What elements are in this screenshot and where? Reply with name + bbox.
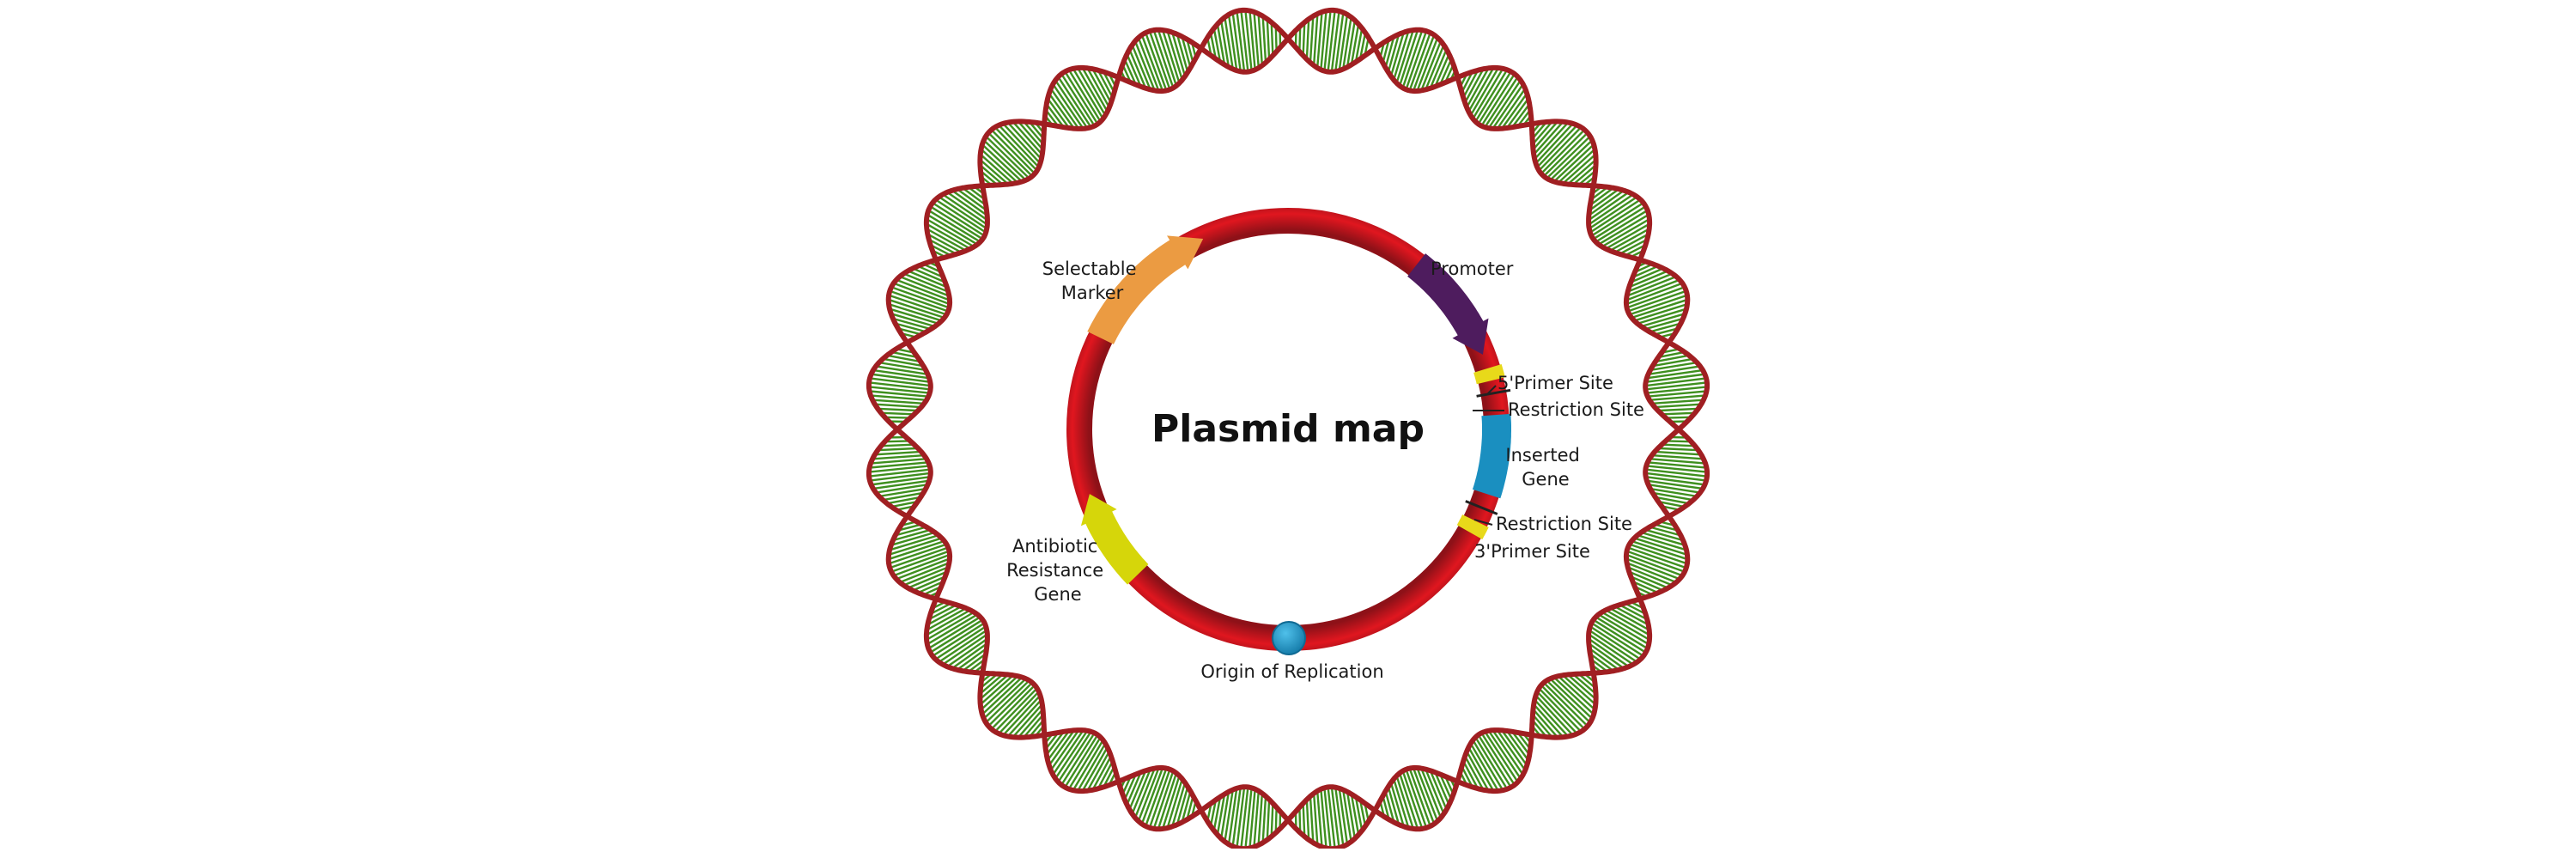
helix-rung: [1303, 24, 1305, 55]
helix-rung: [1263, 18, 1266, 61]
helix-rung: [1667, 417, 1690, 418]
label-origin-of-replication: Origin of Replication: [1200, 661, 1383, 682]
helix-rung: [1539, 693, 1576, 732]
label-antibiotic-resistance-gene: Antibiotic Resistance Gene: [1006, 536, 1109, 605]
helix-rung: [1272, 805, 1273, 836]
helix-rung: [1276, 27, 1277, 51]
helix-rung: [875, 400, 922, 404]
helix-rung: [1299, 808, 1300, 831]
helix-rung: [879, 448, 916, 450]
helix-rung: [1000, 693, 1037, 732]
helix-rung: [1259, 16, 1262, 64]
helix-rung: [1276, 808, 1277, 831]
helix-rung: [953, 192, 986, 215]
helix-rung: [1314, 795, 1317, 843]
helix-rung: [1503, 94, 1526, 127]
helix-rung: [1552, 142, 1590, 179]
helix-rung: [1272, 24, 1273, 55]
helix-rung: [1654, 455, 1701, 459]
label-restriction-bottom: Restriction Site: [1496, 514, 1632, 534]
label-promoter: Promoter: [1431, 259, 1514, 279]
helix-rung: [1590, 192, 1623, 215]
helix-rung: [1663, 445, 1694, 447]
helix-rung: [1503, 732, 1526, 764]
helix-rung: [1660, 409, 1697, 411]
helix-rung: [1299, 27, 1300, 51]
helix-rung: [883, 445, 914, 447]
label-inserted-gene: Inserted Gene: [1505, 445, 1585, 490]
helix-rung: [1310, 798, 1313, 841]
helix-rung: [1590, 644, 1623, 667]
helix-rung: [879, 409, 916, 411]
helix-rung: [1660, 448, 1697, 450]
helix-rung: [1050, 732, 1073, 764]
helix-rung: [1267, 801, 1269, 838]
helix-rung: [1307, 801, 1309, 838]
helix-rung: [1539, 127, 1576, 166]
helix-rung: [1314, 16, 1317, 64]
helix-rung: [1259, 795, 1262, 843]
helix-rung: [875, 455, 922, 459]
helix-rung: [877, 452, 920, 454]
helix-rung: [877, 405, 920, 407]
label-restriction-top: Restriction Site: [1508, 399, 1644, 420]
diagram-title: Plasmid map: [1151, 407, 1425, 451]
helix-rung: [886, 417, 909, 418]
label-primer-3: 3'Primer Site: [1474, 541, 1590, 562]
helix-rung: [1263, 798, 1266, 841]
helix-rung: [1050, 94, 1073, 127]
helix-rung: [953, 644, 986, 667]
helix-rung: [986, 142, 1024, 179]
helix-rung: [1552, 680, 1590, 717]
helix-rung: [1310, 18, 1313, 61]
label-primer-5: 5'Primer Site: [1498, 373, 1613, 393]
origin-of-replication-dot: [1273, 622, 1305, 654]
helix-rung: [1663, 413, 1694, 415]
helix-rung: [1656, 405, 1699, 407]
helix-rung: [883, 413, 914, 415]
helix-rung: [986, 680, 1024, 717]
helix-rung: [1000, 127, 1037, 166]
helix-rung: [1303, 805, 1305, 836]
helix-rung: [1307, 21, 1309, 58]
helix-rung: [1267, 21, 1269, 58]
helix-rung: [1654, 400, 1701, 404]
helix-rung: [1656, 452, 1699, 454]
